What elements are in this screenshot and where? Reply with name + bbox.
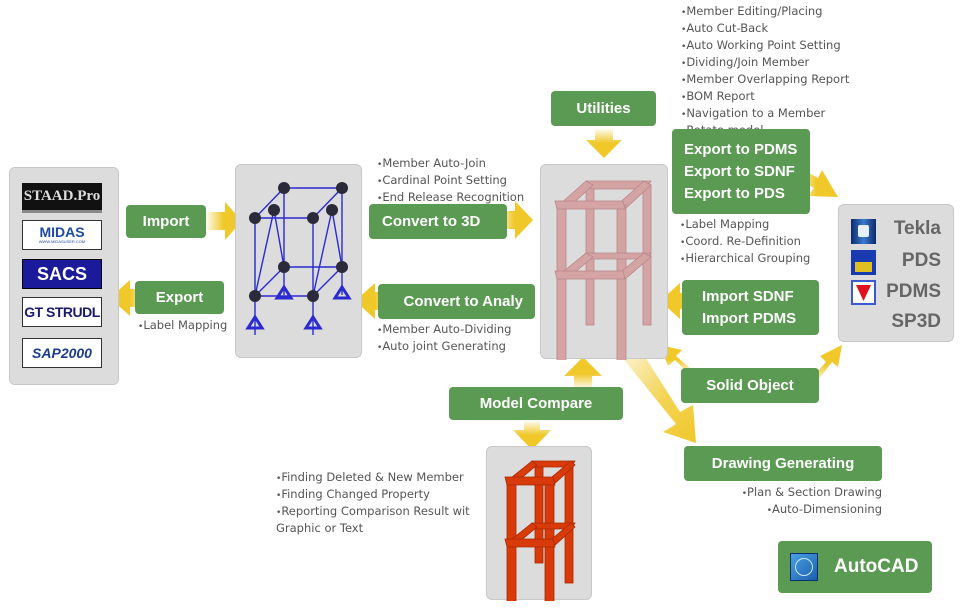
target-programs-panel: Tekla PDS PDMS SP3D bbox=[838, 204, 954, 342]
arrow-convert-3d bbox=[495, 201, 533, 239]
target-pdms: PDMS bbox=[886, 281, 941, 302]
compare-model-panel bbox=[486, 446, 592, 609]
convert-to-3d-button[interactable]: Convert to 3D bbox=[369, 204, 507, 239]
autocad-label: AutoCAD bbox=[834, 556, 919, 577]
drawing-generating-button[interactable]: Drawing Generating bbox=[684, 446, 882, 481]
import-sdnf-button[interactable]: Import SDNF bbox=[702, 287, 794, 305]
arrow-solid-left bbox=[660, 345, 692, 375]
arrow-compare-up bbox=[564, 357, 602, 390]
autocad-icon bbox=[790, 553, 818, 581]
import-targets-button-group: Import SDNF Import PDMS bbox=[682, 280, 819, 335]
solid-object-button[interactable]: Solid Object bbox=[681, 368, 819, 403]
logo-staad-pro: STAAD.Pro bbox=[22, 183, 102, 213]
target-sp3d: SP3D bbox=[891, 311, 941, 332]
logo-sacs: SACS bbox=[22, 259, 102, 289]
model-compare-button[interactable]: Model Compare bbox=[449, 387, 623, 420]
3d-model-panel bbox=[540, 164, 668, 366]
logo-gt-strudl: GT STRUDL bbox=[22, 297, 102, 327]
convert-analy-notes: Member Auto-Dividing Auto joint Generati… bbox=[377, 322, 511, 356]
export-to-pds-button[interactable]: Export to PDS bbox=[684, 184, 785, 202]
pds-icon bbox=[851, 250, 876, 275]
export-to-pdms-button[interactable]: Export to PDMS bbox=[684, 140, 798, 158]
arrow-compare-down bbox=[513, 420, 551, 450]
export-targets-button-group: Export to PDMS Export to SDNF Export to … bbox=[672, 129, 810, 214]
target-pds: PDS bbox=[901, 250, 941, 271]
import-button[interactable]: Import bbox=[126, 205, 206, 238]
drawing-notes: Plan & Section Drawing Auto-Dimensioning bbox=[742, 485, 882, 519]
logo-midas: MIDAS WWW.MIDASUSER.COM bbox=[22, 220, 102, 250]
analysis-wireframe-icon bbox=[245, 182, 352, 335]
tekla-icon bbox=[851, 219, 876, 244]
convert-to-analy-button[interactable]: Convert to Analy bbox=[378, 284, 535, 319]
analysis-model-panel bbox=[235, 164, 362, 358]
model-compare-notes: Finding Deleted & New Member Finding Cha… bbox=[276, 470, 486, 536]
export-button[interactable]: Export bbox=[135, 281, 224, 314]
export-targets-notes: Label Mapping Coord. Re-Definition Hiera… bbox=[680, 217, 810, 268]
import-pdms-button[interactable]: Import PDMS bbox=[702, 309, 797, 327]
convert-3d-notes: Member Auto-Join Cardinal Point Setting … bbox=[377, 156, 524, 207]
arrow-drawing bbox=[612, 333, 696, 443]
arrow-import-sdnf bbox=[660, 283, 700, 319]
3d-frame-model-icon bbox=[554, 180, 652, 366]
utilities-button[interactable]: Utilities bbox=[551, 91, 656, 126]
target-tekla: Tekla bbox=[893, 218, 941, 239]
export-notes: Label Mapping bbox=[138, 318, 227, 335]
arrow-import bbox=[205, 202, 242, 240]
autocad-button[interactable]: AutoCAD bbox=[778, 541, 932, 593]
utilities-notes: Member Editing/Placing Auto Cut-Back Aut… bbox=[681, 4, 849, 140]
compare-frame-model-icon bbox=[504, 460, 576, 609]
pdms-icon bbox=[851, 280, 876, 305]
arrow-utilities bbox=[586, 128, 622, 158]
export-to-sdnf-button[interactable]: Export to SDNF bbox=[684, 162, 795, 180]
logo-sap2000: SAP2000 bbox=[22, 338, 102, 368]
